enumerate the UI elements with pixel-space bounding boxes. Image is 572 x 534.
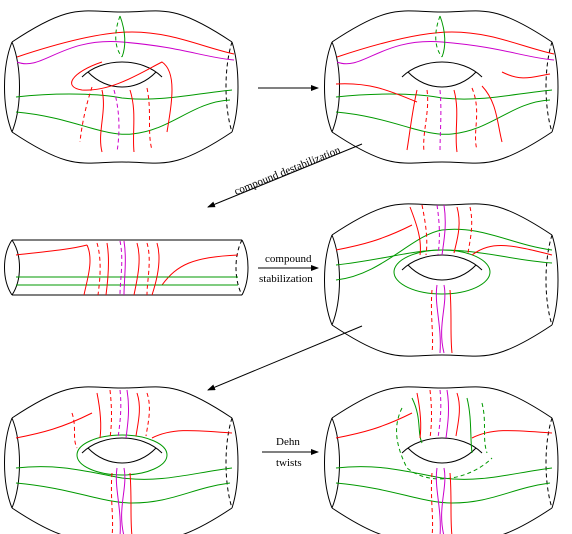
label-compound-destabilization: compound destabilization: [233, 144, 343, 198]
arrow-diagonal-2: [207, 325, 363, 391]
red-curve: [16, 31, 235, 58]
panel-bottom-right: [324, 386, 559, 534]
panel-top-left: [4, 10, 239, 164]
magenta-curve: [16, 41, 235, 65]
panel-bottom-left: [4, 386, 239, 534]
label-compound: compound: [265, 253, 312, 265]
red-loop: [71, 61, 173, 133]
arrow-destabilization: [207, 143, 363, 208]
label-twists: twists: [276, 457, 302, 469]
panel-middle-left: [4, 239, 249, 296]
panel-top-right: [324, 10, 559, 164]
green-longitude-1: [15, 89, 233, 100]
label-dehn: Dehn: [276, 436, 300, 448]
green-meridian: [119, 15, 126, 58]
green-longitude-2: [15, 99, 231, 135]
label-stabilization: stabilization: [259, 273, 313, 285]
panel-middle-right: [324, 203, 559, 357]
